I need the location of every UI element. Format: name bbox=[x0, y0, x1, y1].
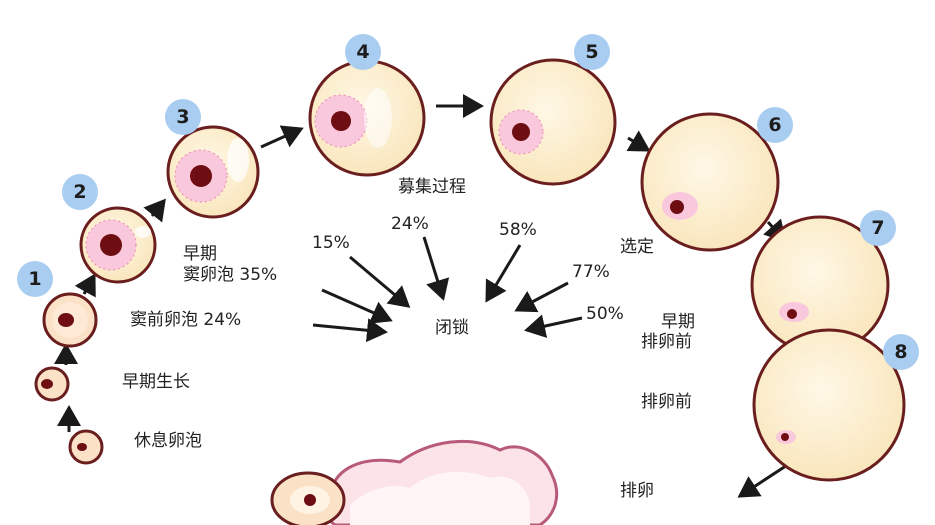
follicle-stage-5 bbox=[489, 58, 617, 186]
follicle-stage-6 bbox=[640, 112, 780, 252]
label-recruitment: 募集过程 bbox=[398, 177, 466, 197]
follicle-stage-3 bbox=[166, 125, 260, 219]
stage-badge-4: 4 bbox=[345, 34, 381, 70]
arrow-2-to-3 bbox=[143, 198, 166, 223]
atresia-arrow-24b bbox=[422, 236, 450, 301]
atresia-arrow-77 bbox=[514, 281, 569, 313]
atresia-arrow-24a bbox=[312, 318, 388, 343]
label-resting-follicle: 休息卵泡 bbox=[134, 431, 202, 451]
label-preovulatory: 排卵前 bbox=[641, 392, 692, 412]
label-preantral: 窦前卵泡 24% bbox=[130, 310, 242, 330]
stage-badge-6: 6 bbox=[757, 107, 793, 143]
arrow-3-to-4 bbox=[260, 125, 304, 149]
arrow-preantral-to-2 bbox=[74, 273, 96, 298]
label-early-antral-1: 早期 bbox=[183, 244, 217, 264]
label-selection: 选定 bbox=[620, 237, 654, 257]
stage-badge-7: 7 bbox=[860, 210, 896, 246]
follicle-stage-7 bbox=[750, 215, 890, 355]
label-early-antral-2: 窦卵泡 35% bbox=[183, 265, 278, 285]
label-early-growth: 早期生长 bbox=[122, 372, 190, 392]
atresia-percent-77: 77% bbox=[572, 262, 610, 282]
follicle-stage-4 bbox=[308, 59, 426, 177]
atresia-percent-15: 15% bbox=[312, 233, 350, 253]
stage-badge-1: 1 bbox=[17, 261, 53, 297]
follicle-early-growth bbox=[34, 366, 70, 402]
atresia-percent-58: 58% bbox=[499, 220, 537, 240]
follicle-stage-2 bbox=[79, 206, 157, 284]
atresia-arrows bbox=[312, 236, 583, 343]
stage-badge-3: 3 bbox=[165, 99, 201, 135]
atresia-arrow-50 bbox=[524, 314, 583, 338]
label-atresia: 闭锁 bbox=[435, 318, 469, 338]
arrow-5-to-6 bbox=[626, 130, 651, 152]
fimbria-inner bbox=[350, 472, 530, 525]
follicle-resting bbox=[68, 429, 104, 465]
atresia-arrow-58 bbox=[485, 244, 522, 303]
label-ovulation: 排卵 bbox=[620, 481, 654, 501]
atresia-percent-50: 50% bbox=[586, 304, 624, 324]
atresia-arrow-35 bbox=[321, 288, 393, 324]
stage-badge-8: 8 bbox=[883, 334, 919, 370]
atresia-arrow-15 bbox=[349, 255, 411, 308]
atresia-percent-24: 24% bbox=[391, 214, 429, 234]
label-early-preovulatory-2: 排卵前 bbox=[641, 332, 692, 352]
stage-badge-2: 2 bbox=[62, 174, 98, 210]
follicle-stage-1 bbox=[42, 292, 98, 348]
released-oocyte bbox=[270, 471, 346, 525]
follicle-stage-8 bbox=[752, 328, 906, 482]
label-early-preovulatory-1: 早期 bbox=[661, 312, 695, 332]
stage-badge-5: 5 bbox=[574, 34, 610, 70]
